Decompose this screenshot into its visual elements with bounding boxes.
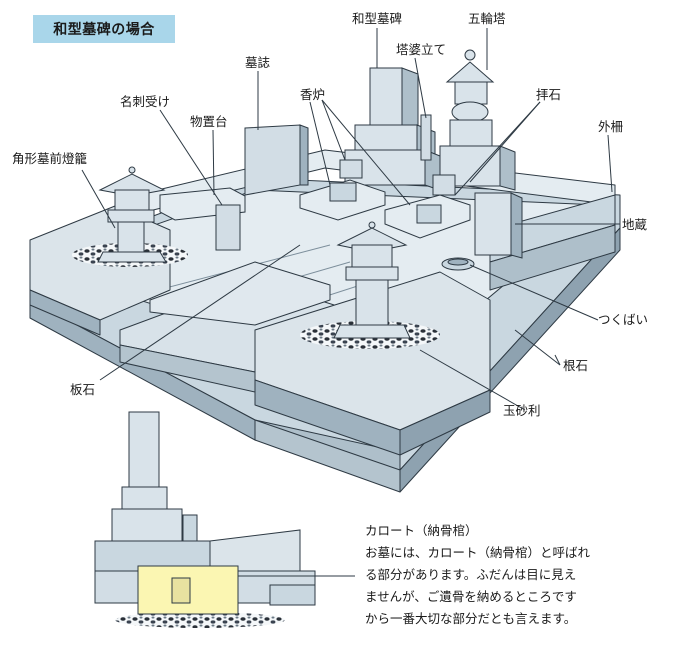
label-koro: 香炉 (300, 87, 325, 102)
leader-lines (81, 28, 620, 577)
label-tobadate: 塔婆立て (396, 42, 446, 57)
gorinto-tower (439, 49, 516, 191)
label-haiseki: 拝石 (536, 87, 561, 102)
label-jizo: 地蔵 (622, 217, 648, 232)
butsuokidai-shelf (159, 187, 246, 251)
karoto-note-line-2: る部分があります。ふだんは目に見え (365, 567, 577, 582)
koro-table (299, 159, 471, 239)
tsukubai-basin (441, 257, 475, 271)
label-boshi: 墓誌 (245, 55, 271, 70)
label-neishi: 根石 (563, 358, 588, 373)
karoto-note: カロート（納骨棺） お墓には、カロート（納骨棺）と呼ばれ る部分があります。ふだ… (365, 520, 665, 630)
tobadate-rack (420, 114, 432, 161)
title-badge: 和型墓碑の場合 (33, 15, 175, 43)
kakugata-toro-right (333, 221, 411, 339)
jizo-statue (474, 192, 523, 259)
label-itaishi: 板石 (70, 382, 95, 397)
label-wagata-bohi: 和型墓碑 (352, 11, 402, 26)
boshi-slab (244, 124, 309, 196)
label-gorinto: 五輪塔 (468, 11, 506, 26)
label-meishiuke: 名刺受け (120, 94, 170, 109)
karoto-note-title: カロート（納骨棺） (365, 523, 478, 538)
label-sotosaku: 外柵 (598, 119, 624, 134)
label-kakugata-toro: 角形墓前燈籠 (12, 151, 88, 166)
karoto-note-line-3: ませんが、ご遺骨を納めるところです (365, 589, 577, 604)
karoto-note-line-4: から一番大切な部分だとも言えます。 (365, 611, 577, 626)
kakugata-toro-left (97, 166, 167, 263)
label-tamajari: 玉砂利 (503, 403, 541, 418)
label-tsukubai: つくばい (598, 312, 648, 327)
karoto-note-line-1: お墓には、カロート（納骨棺）と呼ばれ (365, 545, 591, 560)
page-title: 和型墓碑の場合 (53, 22, 155, 38)
label-butsuokidai: 物置台 (190, 114, 228, 129)
